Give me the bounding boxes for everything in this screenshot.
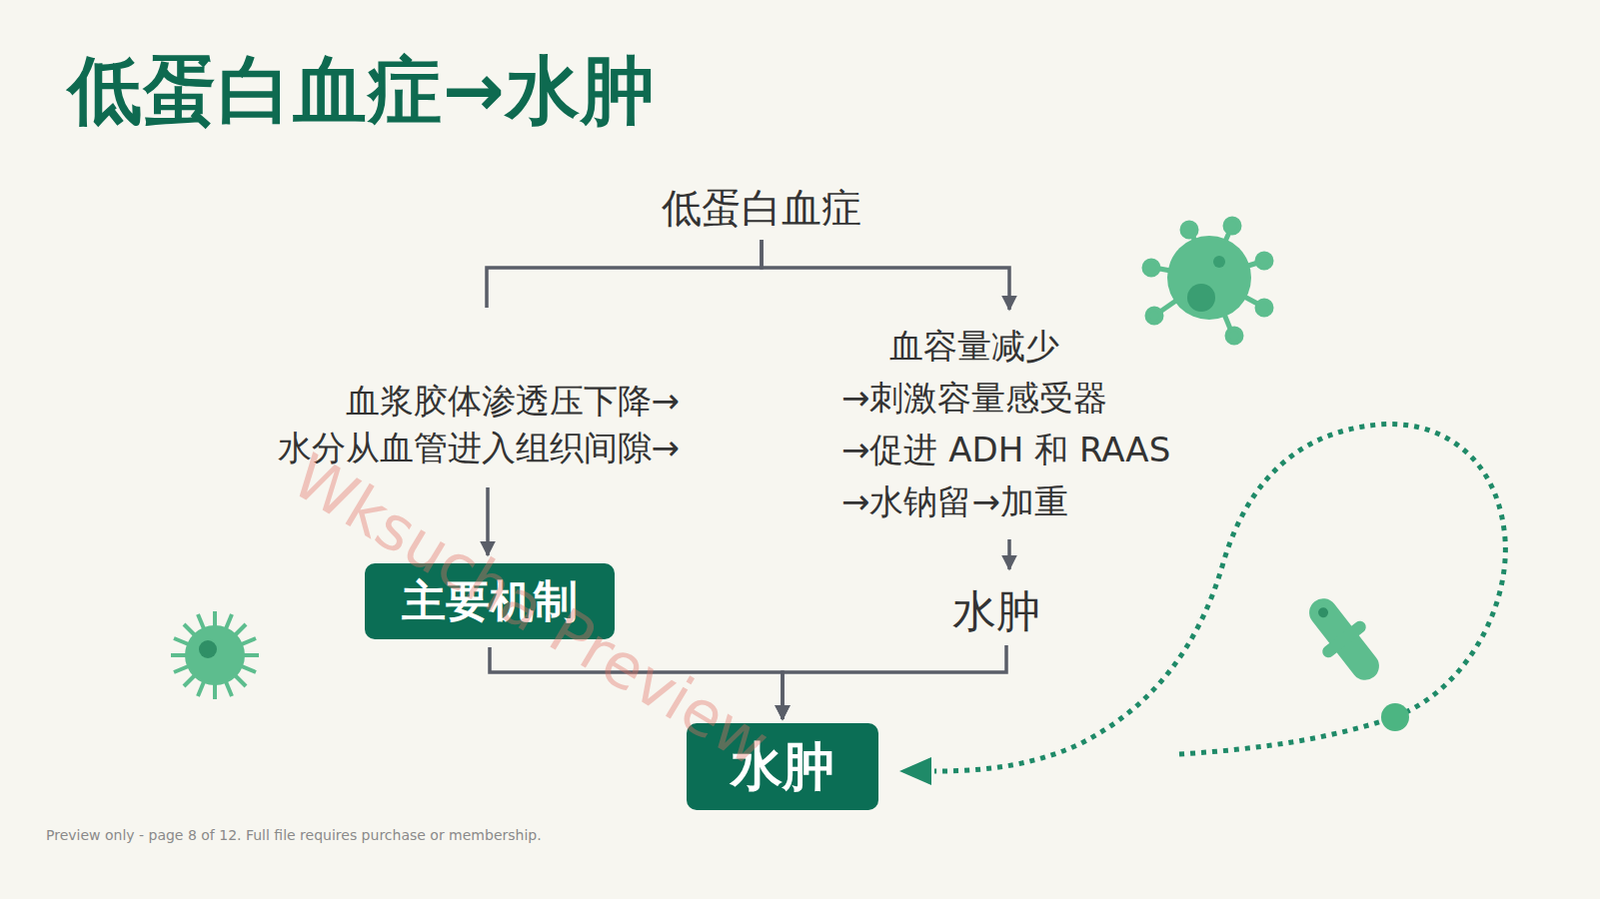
node-text: 低蛋白血症 bbox=[661, 179, 862, 236]
node-text: 水肿 bbox=[730, 735, 835, 798]
node-text: 血浆胶体渗透压下降→ bbox=[179, 377, 680, 425]
connector-arrow bbox=[761, 239, 1010, 310]
dotted-curve bbox=[934, 424, 1506, 772]
connector-arrow bbox=[489, 647, 783, 720]
root-concept: 低蛋白血症 bbox=[661, 179, 862, 236]
page-title: 低蛋白血症→水肿 bbox=[67, 41, 656, 142]
result-text: 水肿 bbox=[952, 583, 1041, 640]
footer-note: Preview only - page 8 of 12. Full file r… bbox=[45, 827, 542, 844]
virus-icon bbox=[170, 611, 259, 700]
virus-icon bbox=[1144, 218, 1272, 343]
mechanism-text: 血浆胶体渗透压下降→水分从血管进入组织间隙→ bbox=[179, 377, 680, 472]
node-text: →水钠留→加重 bbox=[841, 475, 1171, 528]
connector-arrow bbox=[485, 487, 490, 556]
process-box: 主要机制 bbox=[364, 563, 615, 640]
node-text: 主要机制 bbox=[401, 575, 578, 629]
node-text: →促进 ADH 和 RAAS bbox=[841, 423, 1171, 476]
dot-marker bbox=[1381, 703, 1410, 732]
node-text: 水肿 bbox=[952, 583, 1041, 640]
mechanism-text: 血容量减少→刺激容量感受器→促进 ADH 和 RAAS→水钠留→加重 bbox=[841, 319, 1171, 528]
node-text: →刺激容量感受器 bbox=[841, 371, 1171, 424]
node-text: 血容量减少 bbox=[841, 319, 1171, 372]
pill-icon bbox=[1294, 585, 1395, 694]
connector-arrow bbox=[1007, 539, 1012, 570]
connector-arrow bbox=[782, 645, 1007, 720]
connector-arrow bbox=[486, 239, 762, 308]
result-box: 水肿 bbox=[686, 723, 879, 811]
dotted-arrowhead bbox=[899, 757, 932, 786]
node-text: 水分从血管进入组织间隙→ bbox=[179, 424, 680, 472]
